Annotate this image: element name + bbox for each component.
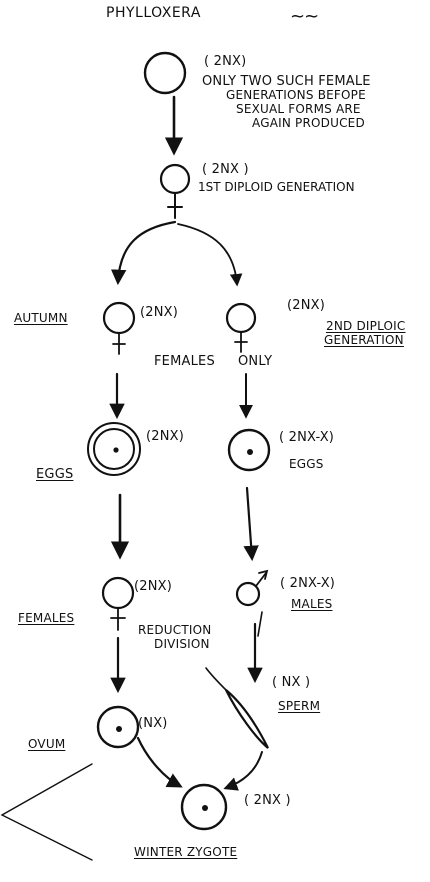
arrow-branch-left bbox=[110, 220, 177, 286]
top-note-line3: SEXUAL FORMS ARE bbox=[236, 102, 361, 116]
left-egg-inner bbox=[93, 428, 135, 470]
males-label: MALES bbox=[291, 597, 333, 611]
first-diploid-label: 1ST DIPLOID GENERATION bbox=[198, 180, 355, 194]
zygote-circle bbox=[180, 783, 228, 831]
autumn-female-circle bbox=[102, 301, 136, 335]
reduction-line2: DIVISION bbox=[154, 637, 210, 651]
left-eggs-label: EGGS bbox=[36, 467, 74, 482]
males-ploidy: ( 2NX-X) bbox=[280, 576, 336, 591]
zygote-ploidy: ( 2NX ) bbox=[244, 793, 291, 808]
left-egg-outer bbox=[87, 422, 141, 476]
right-eggs-label: EGGS bbox=[289, 457, 324, 471]
left-eggs-ploidy: (2NX) bbox=[146, 429, 185, 444]
females-only-right: ONLY bbox=[238, 354, 273, 369]
ovum-label: OVUM bbox=[28, 737, 66, 751]
male-circle bbox=[235, 581, 261, 607]
sperm-ploidy: ( NX ) bbox=[272, 675, 311, 690]
title-mark: ~~ bbox=[290, 6, 319, 27]
reduction-line1: REDUCTION bbox=[138, 623, 212, 637]
autumn-ploidy: (2NX) bbox=[140, 305, 179, 320]
arrow-to-males bbox=[243, 486, 259, 562]
first-diploid-ploidy: ( 2NX ) bbox=[202, 162, 249, 177]
male-symbol-arrow bbox=[255, 572, 267, 587]
second-diploid-ploidy: (2NX) bbox=[287, 298, 326, 313]
top-note-line2: GENERATIONS BEFOPE bbox=[226, 88, 366, 102]
sperm-label: SPERM bbox=[278, 699, 321, 713]
second-diploid-line1: 2ND DIPLOIC bbox=[326, 319, 406, 333]
top-note-line4: AGAIN PRODUCED bbox=[252, 116, 365, 130]
arrow-branch-right bbox=[177, 223, 243, 287]
sexual-female-circle bbox=[101, 576, 135, 610]
autumn-label: AUTUMN bbox=[14, 311, 68, 325]
right-egg-circle bbox=[227, 428, 271, 472]
ovum-circle bbox=[96, 705, 140, 749]
first-diploid-circle bbox=[159, 163, 191, 195]
females-only-left: FEMALES bbox=[154, 354, 215, 369]
second-diploid-line2: GENERATION bbox=[324, 333, 404, 347]
females-ploidy: (2NX) bbox=[134, 579, 173, 594]
right-eggs-ploidy: ( 2NX-X) bbox=[279, 430, 335, 445]
zygote-label: WINTER ZYGOTE bbox=[134, 845, 238, 859]
top-ploidy: ( 2NX) bbox=[204, 54, 247, 69]
second-diploid-circle bbox=[225, 302, 257, 334]
arrow-sperm-to-zygote bbox=[223, 751, 263, 791]
sperm-shape bbox=[225, 689, 269, 749]
arrow-ovum-to-zygote bbox=[136, 736, 183, 788]
ovum-ploidy: (NX) bbox=[138, 716, 168, 731]
top-note-line1: ONLY TWO SUCH FEMALE bbox=[202, 74, 371, 89]
cycle-return-lines bbox=[0, 763, 93, 861]
diagram-title: PHYLLOXERA bbox=[106, 5, 201, 21]
females-label: FEMALES bbox=[18, 611, 75, 625]
top-female-circle bbox=[143, 51, 187, 95]
